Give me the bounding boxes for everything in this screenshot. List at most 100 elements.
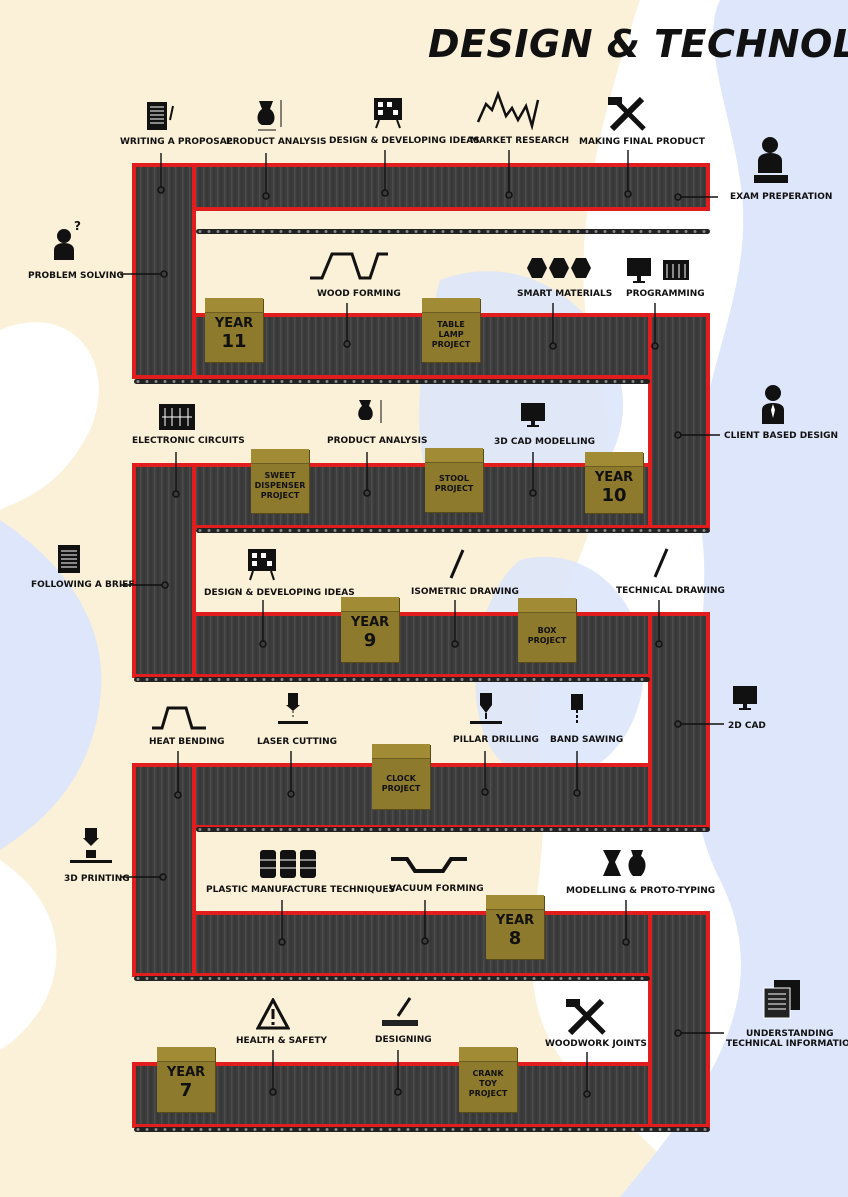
- white-swoosh-left: [0, 322, 99, 510]
- sweet-line3: PROJECT: [260, 491, 300, 500]
- seam-1: [136, 167, 192, 207]
- year-10-number: 10: [601, 485, 627, 506]
- white-swoosh-left2: [0, 860, 57, 1050]
- pointer-10: [651, 303, 659, 350]
- pointer-24: [120, 873, 167, 881]
- label-band-sawing: BAND SAWING: [550, 735, 624, 745]
- table-lamp-line2: LAMP: [438, 330, 464, 339]
- label-designing: DESIGNING: [375, 1035, 432, 1045]
- pointer-21: [287, 751, 295, 798]
- laser-cutter-icon: [278, 693, 308, 724]
- 3d-printer-icon: [70, 828, 112, 863]
- blue-blob-left: [0, 520, 102, 850]
- market-graph-icon: [476, 90, 540, 130]
- clock-line1: CLOCK: [386, 774, 416, 783]
- label-problem-solving: PROBLEM SOLVING: [28, 271, 124, 281]
- pointer-16: [259, 600, 267, 648]
- band-saw-icon: [571, 694, 583, 724]
- seam-3: [652, 317, 706, 375]
- label-pillar-drilling: PILLAR DRILLING: [453, 735, 539, 745]
- pointer-18: [655, 600, 663, 648]
- design-board-icon: [374, 98, 402, 129]
- monitor-icon-2: [733, 686, 757, 710]
- person-question-icon: ?: [54, 219, 81, 260]
- rail-7: [134, 1127, 710, 1132]
- label-electronic-circuits: ELECTRONIC CIRCUITS: [132, 436, 245, 446]
- label-design-ideas: DESIGN & DEVELOPING IDEAS: [329, 136, 480, 146]
- pointer-20: [174, 751, 182, 799]
- rail-3: [196, 528, 710, 533]
- pointer-3: [381, 150, 389, 197]
- pointer-12: [172, 452, 180, 498]
- sweet-line1: SWEET: [264, 471, 296, 480]
- pointer-30: [394, 1050, 402, 1096]
- pointer-23: [573, 751, 581, 797]
- label-3d-cad: 3D CAD MODELLING: [494, 437, 596, 447]
- year-11-number: 11: [221, 331, 247, 352]
- year-8-number: 8: [508, 928, 522, 949]
- pointer-11: [674, 431, 720, 439]
- label-exam-prep: EXAM PREPERATION: [730, 192, 833, 202]
- pointer-6: [674, 193, 718, 201]
- stool-line1: STOOL: [439, 474, 469, 483]
- seam-17: [136, 827, 192, 913]
- tools-icon: [608, 96, 646, 132]
- seam-6: [136, 616, 192, 674]
- pencil-icon-2: [653, 548, 669, 578]
- label-writing-proposal: WRITING A PROPOSAL: [120, 137, 233, 147]
- seam-4: [652, 467, 706, 525]
- label-woodwork: WOODWORK JOINTS: [545, 1039, 647, 1049]
- label-heat-bending: HEAT BENDING: [149, 737, 225, 747]
- box-line1: BOX: [537, 626, 557, 635]
- year-10-label: YEAR: [594, 470, 634, 485]
- rail-1: [196, 229, 710, 234]
- label-market-research: MARKET RESEARCH: [470, 136, 569, 146]
- computer-code-icon: [627, 258, 689, 283]
- pointer-15: [120, 581, 169, 589]
- label-wood-forming: WOOD FORMING: [317, 289, 401, 299]
- seam-9: [136, 767, 192, 825]
- seam-12: [652, 1066, 706, 1124]
- label-technical-info-2: TECHNICAL INFORMATION: [726, 1039, 848, 1049]
- label-health-safety: HEALTH & SAFETY: [236, 1036, 328, 1046]
- label-client-design: CLIENT BASED DESIGN: [724, 431, 839, 441]
- documents-icon: [763, 980, 800, 1019]
- crank-line2: TOY: [479, 1079, 497, 1088]
- vase-measure-icon-2: [358, 400, 382, 423]
- rail-6: [134, 976, 650, 981]
- rail-2: [134, 379, 650, 384]
- seam-10: [136, 915, 192, 973]
- label-design-ideas-2: DESIGN & DEVELOPING IDEAS: [204, 588, 355, 598]
- blue-blob-right: [620, 0, 848, 1197]
- vase-measure-icon: [257, 100, 282, 131]
- crank-line3: PROJECT: [468, 1089, 508, 1098]
- pointer-1: [157, 153, 165, 194]
- stool-line2: PROJECT: [434, 484, 474, 493]
- rail-5: [196, 827, 710, 832]
- person-desk-icon: [754, 137, 788, 183]
- pillar-drill-icon: [470, 693, 502, 724]
- seam-14: [652, 377, 706, 465]
- label-product-analysis: PRODUCT ANALYSIS: [226, 137, 327, 147]
- pointer-8: [343, 303, 351, 348]
- pointer-5: [624, 150, 632, 198]
- label-laser-cutting: LASER CUTTING: [257, 737, 338, 747]
- prototype-icon: [603, 850, 646, 876]
- table-lamp-line1: TABLE: [437, 320, 465, 329]
- label-programming: PROGRAMMING: [626, 289, 705, 299]
- year-9-number: 9: [363, 630, 377, 651]
- seam-8: [652, 767, 706, 825]
- year-8-label: YEAR: [495, 913, 535, 928]
- pointer-17: [451, 600, 459, 648]
- pointer-25: [278, 900, 286, 946]
- document-pen-icon: [147, 102, 174, 130]
- heat-bending-icon: [152, 706, 206, 730]
